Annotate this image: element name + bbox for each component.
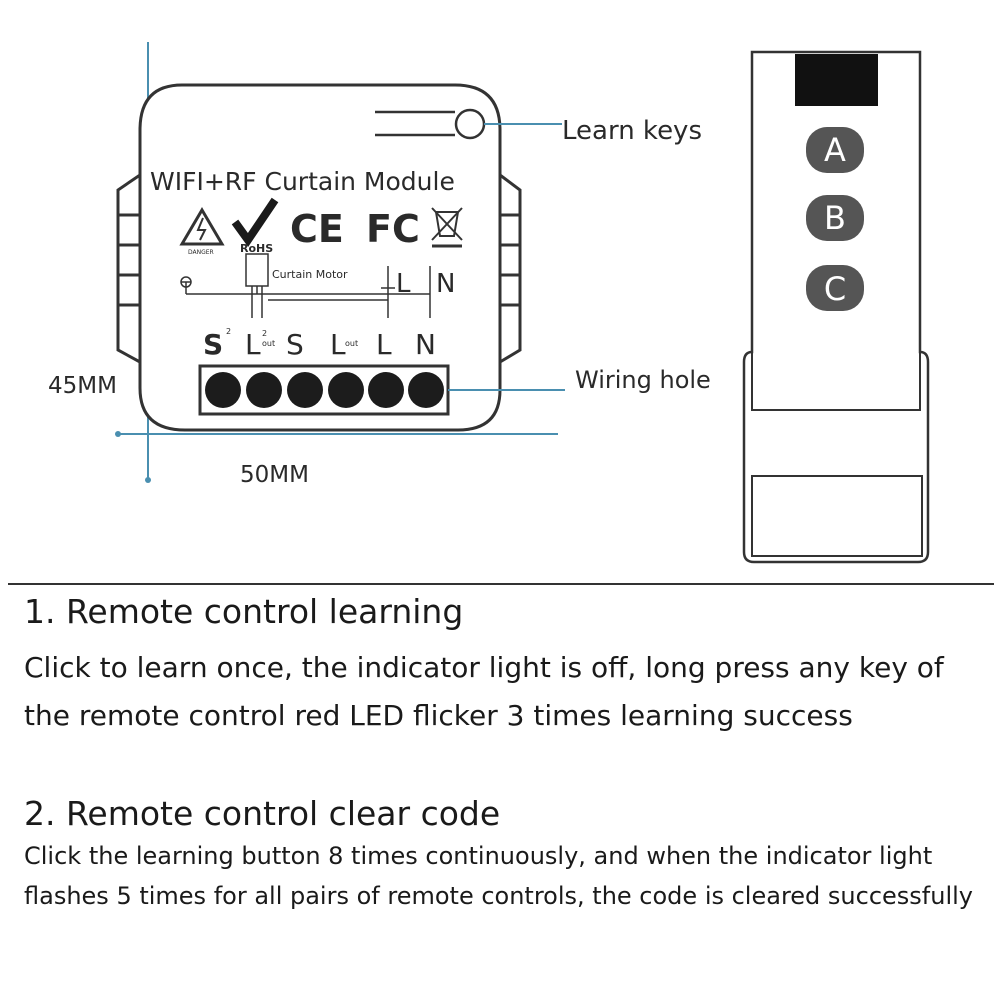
clear-code-section: 2. Remote control clear code Click the l… xyxy=(24,794,989,916)
module-body xyxy=(138,83,502,432)
terminal-block xyxy=(198,364,450,416)
remote-button-a-label: A xyxy=(824,131,846,169)
schematic-L-label: L xyxy=(396,269,411,299)
remote-led-window xyxy=(795,54,878,106)
learning-section: 1. Remote control learning Click to lear… xyxy=(24,592,989,740)
wiring-hole xyxy=(246,372,282,408)
wiring-hole xyxy=(368,372,404,408)
terminal-sub-lout: out xyxy=(345,339,358,348)
wiring-hole-label: Wiring hole xyxy=(575,366,711,394)
terminal-sub-s2: 2 xyxy=(226,327,231,336)
remote-button-b-label: B xyxy=(824,199,846,237)
check-icon xyxy=(231,197,279,247)
module-title: WIFI+RF Curtain Module xyxy=(150,167,455,196)
terminal-label-s: S xyxy=(286,328,304,361)
rohs-label: RoHS xyxy=(240,242,273,255)
product-diagram: Learn keys WIFI+RF Curtain Module DANGER… xyxy=(48,42,930,564)
height-dimension-end xyxy=(145,477,151,483)
learn-key-button[interactable] xyxy=(454,108,486,140)
weee-bin-icon xyxy=(431,207,463,248)
wiring-hole xyxy=(287,372,323,408)
terminal-sub-l2-top: 2 xyxy=(262,329,267,338)
svg-text:DANGER: DANGER xyxy=(188,249,214,256)
terminal-label-l: L xyxy=(376,328,392,361)
learning-heading: 1. Remote control learning xyxy=(24,592,464,631)
terminal-label-lout: L xyxy=(330,328,346,361)
schematic-N-label: N xyxy=(436,269,455,299)
height-label: 45MM xyxy=(48,373,117,399)
width-dimension-end xyxy=(115,431,121,437)
right-clip xyxy=(499,173,522,364)
wiring-schematic xyxy=(180,253,431,318)
wiring-hole xyxy=(205,372,241,408)
left-clip xyxy=(116,173,141,364)
learn-keys-label: Learn keys xyxy=(562,116,702,146)
clear-code-text: Click the learning button 8 times contin… xyxy=(24,842,973,910)
learning-text: Click to learn once, the indicator light… xyxy=(24,651,944,732)
ce-mark: CE xyxy=(290,207,344,251)
curtain-motor-label: Curtain Motor xyxy=(272,268,348,281)
remote-button-a[interactable] xyxy=(806,127,864,173)
terminal-label-n: N xyxy=(415,328,436,361)
remote-clip-panel xyxy=(751,475,923,557)
remote-button-c[interactable] xyxy=(806,265,864,311)
remote-clip-outline xyxy=(751,352,921,411)
fc-mark: FC xyxy=(366,207,420,251)
terminal-sub-l2-bottom: out xyxy=(262,339,275,348)
section-divider xyxy=(8,583,994,585)
terminal-label-s2: S xyxy=(203,328,223,361)
width-label: 50MM xyxy=(240,462,309,488)
wiring-hole xyxy=(328,372,364,408)
remote-button-c-label: C xyxy=(824,270,846,308)
danger-icon: DANGER xyxy=(179,207,225,256)
remote-button-b[interactable] xyxy=(806,195,864,241)
clear-code-heading: 2. Remote control clear code xyxy=(24,794,501,833)
wiring-hole xyxy=(408,372,444,408)
terminal-label-l2out: L xyxy=(245,328,261,361)
